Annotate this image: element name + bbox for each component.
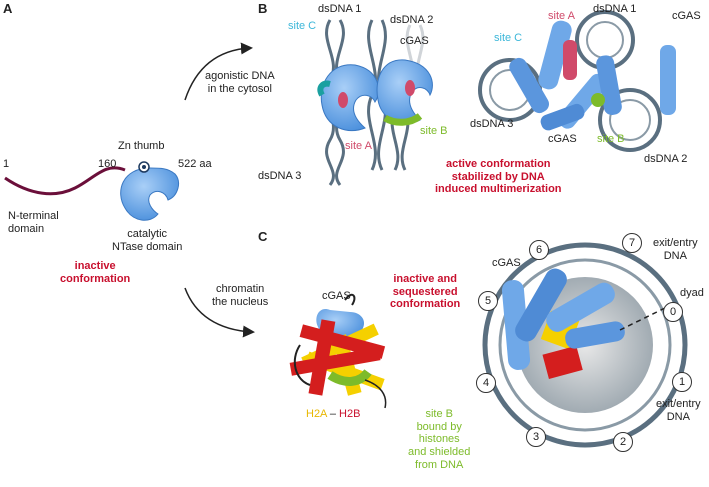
- position-3-marker: 3: [526, 427, 546, 447]
- position-1-marker: 1: [672, 372, 692, 392]
- arrow-to-panel-b: [184, 42, 253, 101]
- cgas-right-schematic: [376, 59, 433, 124]
- dsdna1-label: dsDNA 1: [318, 3, 362, 15]
- position-0-marker: 0: [663, 302, 683, 322]
- panel-label-c: C: [258, 229, 268, 244]
- panel-c-schematic: [289, 293, 387, 409]
- panel-b-structure: [478, 10, 676, 152]
- struct-site-a-label: site A: [548, 10, 575, 22]
- n-terminal-tail: [4, 166, 126, 196]
- inactive-label: inactive conformation: [60, 260, 131, 285]
- struct-site-c-label: site C: [494, 32, 523, 44]
- cgas-left-schematic: [320, 64, 379, 132]
- position-7-marker: 7: [622, 233, 642, 253]
- struct-cgas-top-label: cGAS: [672, 10, 701, 22]
- exit-entry-top-label: exit/entry DNA: [653, 237, 698, 262]
- position-2-marker: 2: [613, 432, 633, 452]
- histone-labels: H2A – H2B: [306, 408, 360, 421]
- sequestered-text: inactive and sequestered conformation: [390, 273, 461, 311]
- catalytic-domain-shape: [120, 167, 179, 221]
- dsdna3-label: dsDNA 3: [258, 170, 302, 182]
- struct-cgas-mid-label: cGAS: [548, 133, 577, 145]
- nucleosome-structure: [482, 242, 688, 448]
- struct-dsdna1-label: dsDNA 1: [593, 3, 637, 15]
- position-6-marker: 6: [529, 240, 549, 260]
- site-b-histone-text: site B bound by histones and shielded fr…: [408, 408, 471, 471]
- struct-site-b-label: site B: [597, 133, 625, 145]
- dyad-label: dyad: [680, 287, 704, 299]
- position-4-marker: 4: [476, 373, 496, 393]
- histone-dash: –: [326, 408, 340, 420]
- arrow-to-panel-c: [184, 287, 255, 338]
- site-b-label: site B: [420, 125, 448, 137]
- struct-dsdna3-label: dsDNA 3: [470, 118, 514, 130]
- exit-entry-bottom-label: exit/entry DNA: [656, 398, 701, 423]
- site-c-label: site C: [288, 20, 317, 32]
- zn-thumb-label: Zn thumb: [118, 140, 165, 152]
- struct-dsdna2-label: dsDNA 2: [644, 153, 688, 165]
- residue-160: 160: [98, 158, 117, 170]
- residue-start: 1: [3, 158, 10, 170]
- active-conformation-text: active conformation stabilized by DNA in…: [435, 158, 562, 196]
- cgas-label-b: cGAS: [400, 35, 429, 47]
- position-5-marker: 5: [478, 291, 498, 311]
- cgas-label-c: cGAS: [322, 290, 351, 302]
- residue-end: 522 aa: [178, 158, 212, 170]
- site-a-label: site A: [345, 140, 372, 152]
- panel-label-a: A: [3, 1, 13, 16]
- catalytic-label: catalytic NTase domain: [112, 228, 183, 253]
- struct-cgas-c-label: cGAS: [492, 257, 521, 269]
- h2a-label: H2A: [306, 408, 327, 420]
- site-b-mark: [383, 113, 423, 126]
- arrow-top-label: agonistic DNA in the cytosol: [205, 70, 275, 95]
- site-a-mark: [338, 92, 348, 108]
- n-terminal-label: N-terminal domain: [8, 210, 59, 235]
- site-c-mark: [317, 80, 331, 97]
- panel-label-b: B: [258, 1, 268, 16]
- arrow-bottom-label: chromatin the nucleus: [212, 283, 269, 308]
- h2b-label: H2B: [339, 408, 361, 420]
- dsdna2-label: dsDNA 2: [390, 14, 434, 26]
